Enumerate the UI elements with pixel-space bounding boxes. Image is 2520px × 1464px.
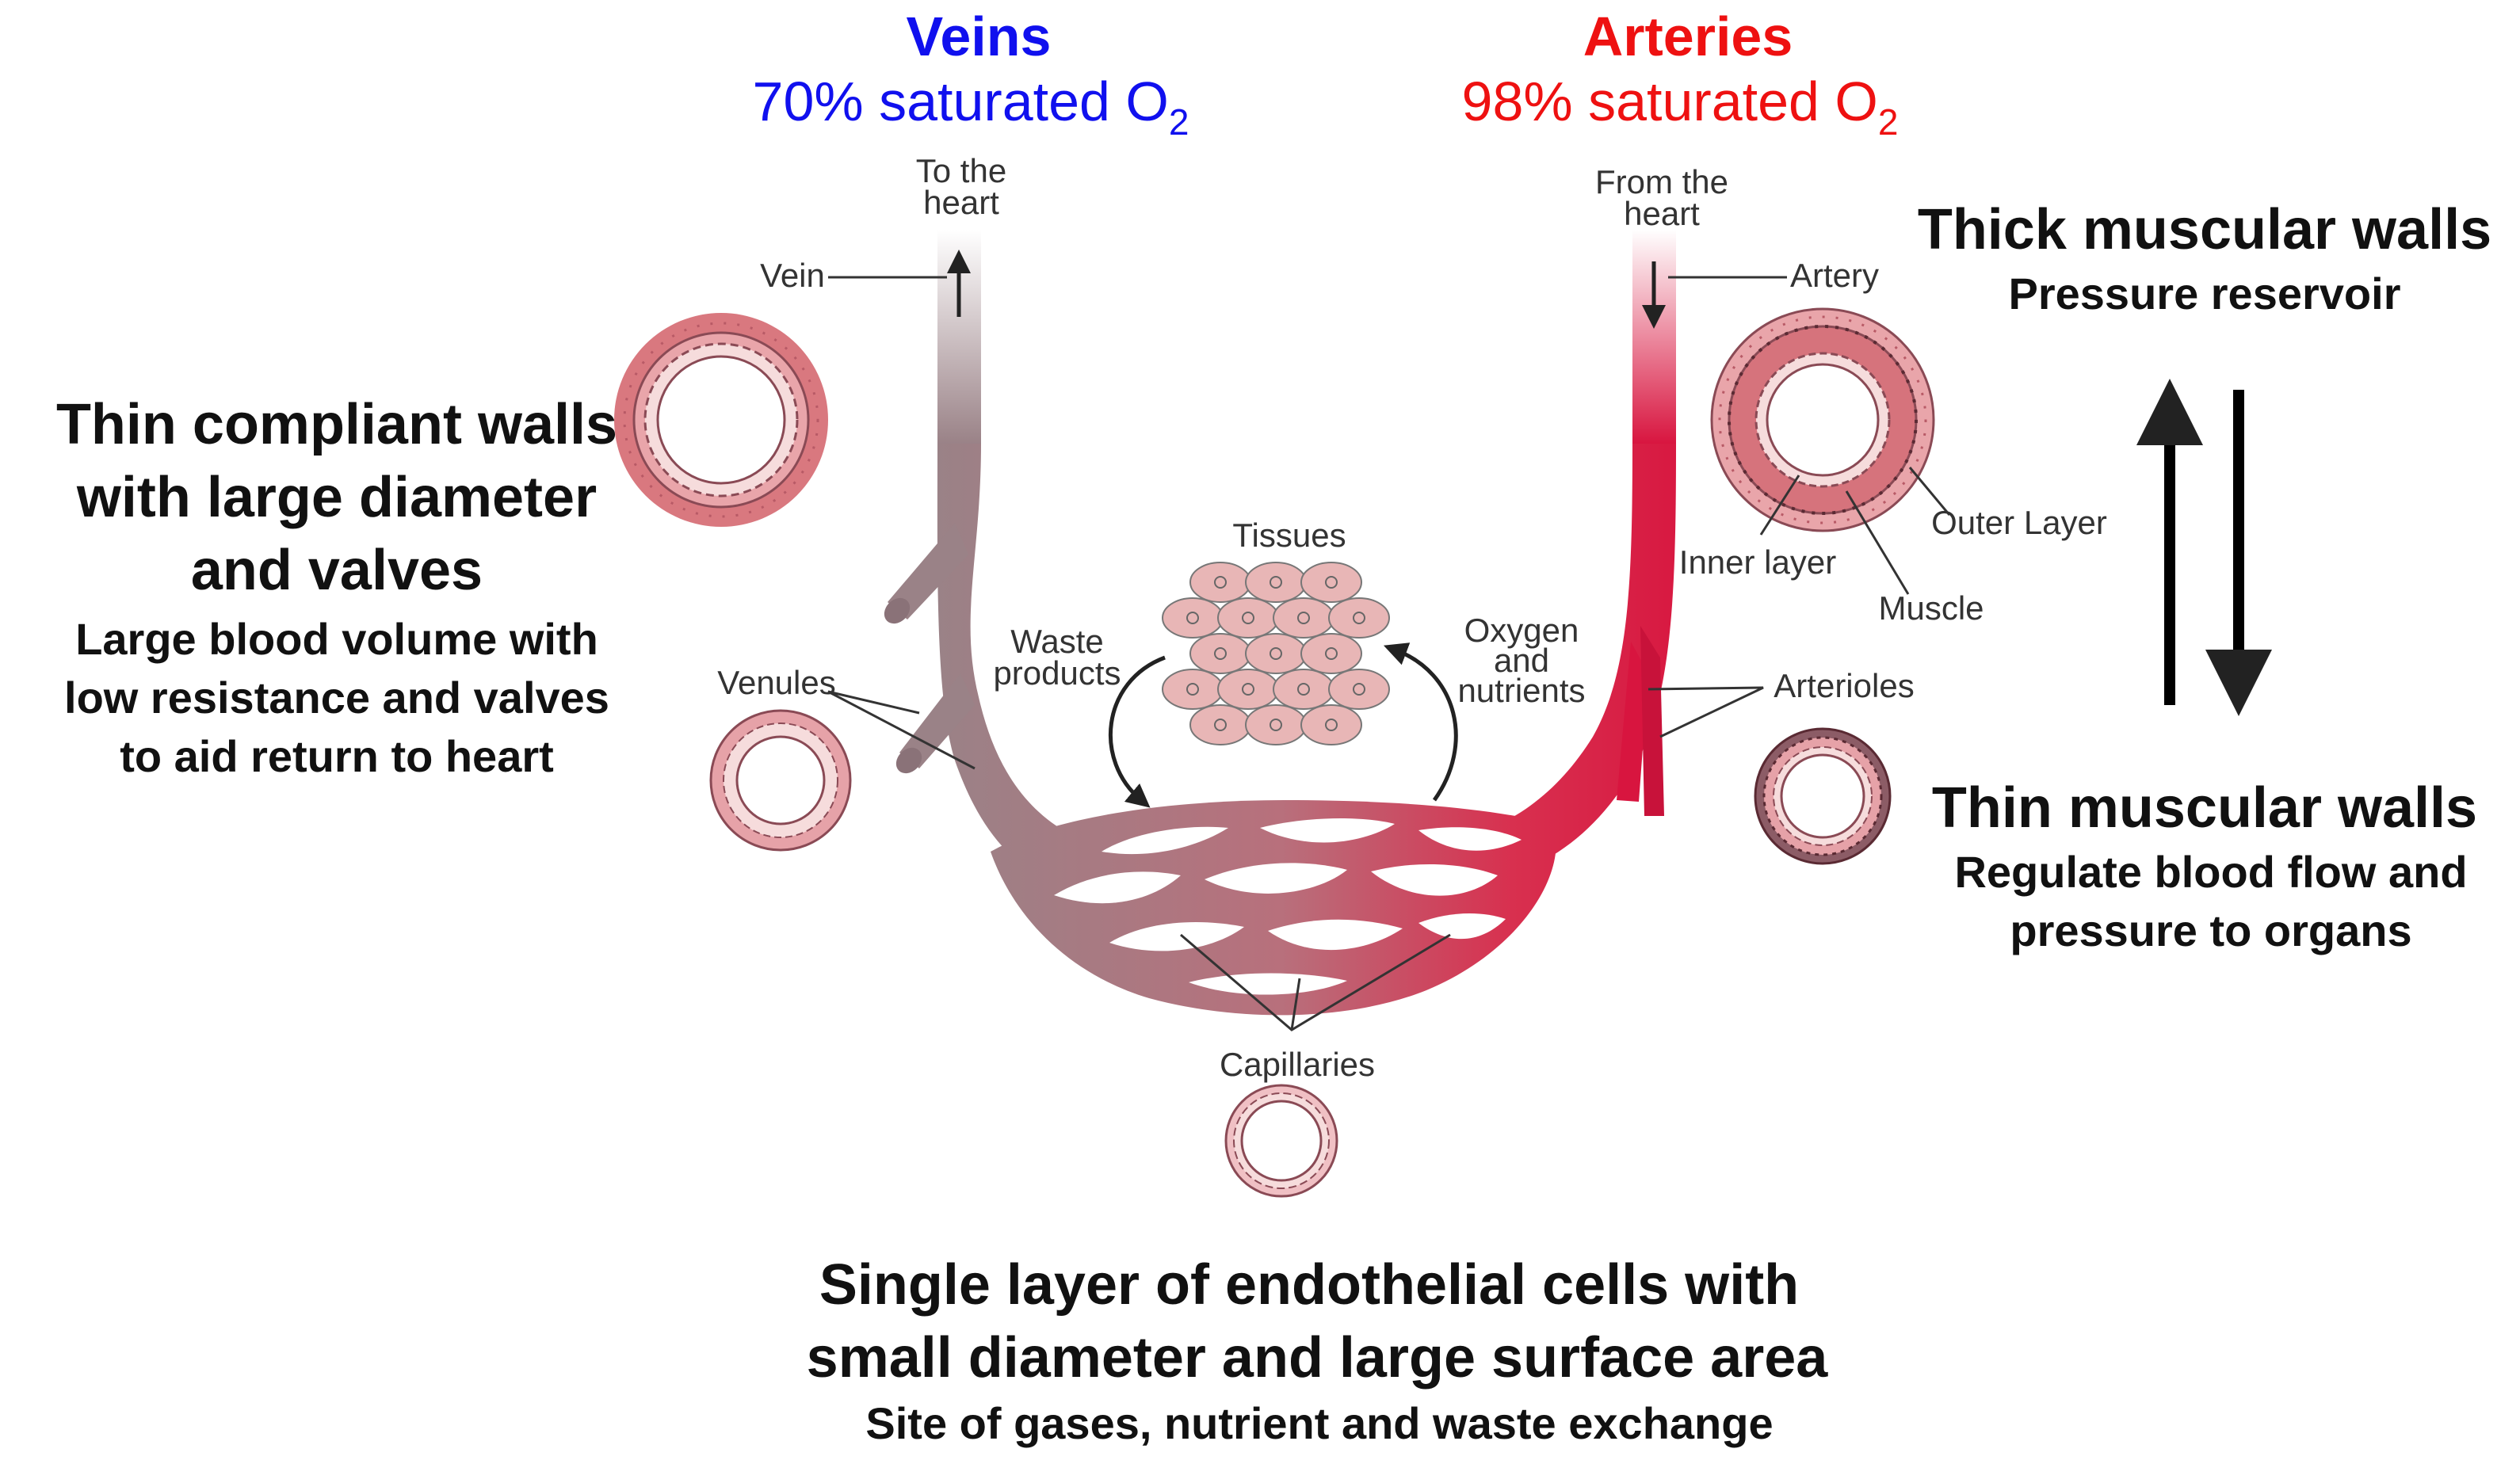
arteries-saturation-subscript: 2 [1878,101,1899,143]
muscle-label: Muscle [1878,589,1984,627]
artery-cross-section [1710,307,1935,532]
arteriole-branch-2 [1640,626,1664,816]
capillaries-leader-2 [1290,978,1301,1031]
right-thin-sub-line1: Regulate blood flow and [1954,847,2467,897]
arteries-saturation-text: 98% saturated O [1462,71,1878,132]
venule-branch-upper-end [884,597,911,624]
waste-label-line2: products [993,654,1121,692]
inner-layer-leader [1759,475,1800,536]
bottom-title-line1: Single layer of endothelial cells with [819,1253,1799,1317]
venules-leader [827,690,976,770]
to-heart-label-line2: heart [923,184,999,221]
artery-vessel [1411,230,1676,895]
venule-branch-upper [888,523,968,620]
tissue-nuclei [1186,576,1365,731]
arteriole-cross-section [1754,727,1892,865]
arteries-title: Arteries [1583,6,1793,67]
venules-label: Venules [717,664,835,701]
capillaries-label: Capillaries [1220,1046,1375,1083]
arterioles-leader [1648,686,1764,738]
vein-cross-section [614,313,828,527]
oxygen-arrow [1383,642,1458,802]
left-sub-line2: low resistance and valves [64,673,609,722]
tissue-cluster [1162,562,1390,745]
left-title-line2: with large diameter [76,466,597,529]
oxygen-label-line2: and [1494,642,1549,679]
right-thin-sub-line2: pressure to organs [2010,905,2411,955]
from-heart-label-line2: heart [1624,195,1700,232]
arteries-saturation: 98% saturated O2 [1462,71,1899,143]
arterioles-label: Arterioles [1774,667,1914,704]
oxygen-label-line3: nutrients [1457,672,1585,709]
oxygen-label-line1: Oxygen [1464,612,1579,649]
venule-branch-lower [899,673,975,768]
left-title-line3: and valves [191,539,483,602]
bottom-title-line2: small diameter and large surface area [807,1326,1829,1390]
left-sub-line1: Large blood volume with [75,614,598,664]
waste-label-line1: Waste [1010,623,1103,660]
inner-layer-label: Inner layer [1679,543,1836,581]
outer-layer-leader [1908,467,1951,516]
muscle-leader [1845,490,1910,595]
waste-arrow [1108,655,1166,808]
veins-saturation-subscript: 2 [1169,101,1189,143]
veins-title: Veins [907,6,1052,67]
venule-branch-lower-end [895,747,922,774]
tissues-label: Tissues [1232,517,1346,554]
capillary-gaps [1054,818,1522,995]
venule-cross-section [709,709,852,852]
arteriole-branch-1 [1617,642,1648,802]
capillary-cross-section [1224,1084,1338,1198]
outer-layer-label: Outer Layer [1931,504,2107,541]
veins-saturation: 70% saturated O2 [753,71,1189,143]
right-thick-title: Thick muscular walls [1918,198,2491,261]
bottom-sub: Site of gases, nutrient and waste exchan… [865,1398,1773,1448]
right-thin-title: Thin muscular walls [1932,776,2477,840]
artery-label: Artery [1790,257,1879,294]
left-sub-line3: to aid return to heart [120,731,554,781]
left-title-line1: Thin compliant walls [56,393,617,456]
right-thick-sub: Pressure reservoir [2008,269,2400,318]
vein-label: Vein [760,257,825,294]
to-heart-label-line1: To the [916,152,1006,189]
from-heart-label-line1: From the [1595,163,1728,200]
veins-saturation-text: 70% saturated O [753,71,1169,132]
vessel-network [884,230,1676,1016]
